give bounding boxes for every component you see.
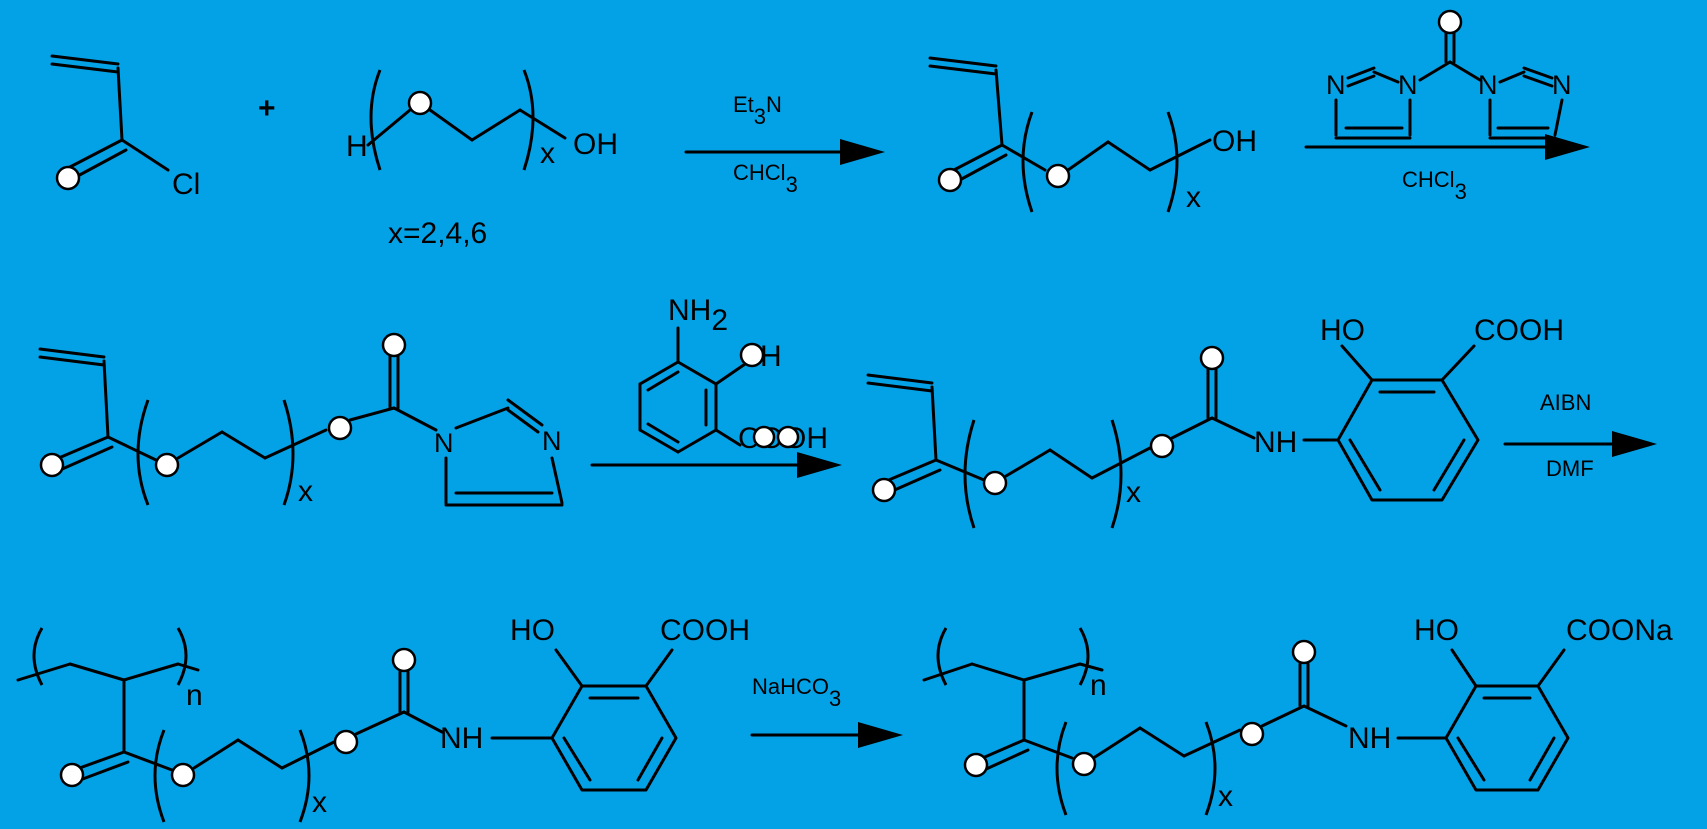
phenol-label: HO	[510, 614, 555, 647]
repeat-x-label: x	[540, 137, 555, 170]
salicylic-monomer: x NH HO COOH	[866, 314, 1564, 529]
arrow-step-2: CHCl3	[1304, 134, 1590, 204]
nitrogen-label: N	[1478, 70, 1498, 100]
carbonyl-diimidazole-reagent: N N N N	[1326, 9, 1572, 140]
acrylate-peg-imidazole-carbamate: x N N	[38, 332, 564, 508]
arrow-step-1: Et3N CHCl3	[684, 92, 885, 197]
phenol-label: HO	[1320, 314, 1365, 347]
repeat-x-label: x	[1186, 181, 1201, 214]
repeat-x-label: x	[1218, 780, 1233, 813]
chcl3-label-1: CHCl3	[733, 160, 798, 197]
repeat-x-label: x	[1126, 476, 1141, 509]
dmf-label: DMF	[1546, 456, 1594, 481]
chlorine-label: Cl	[172, 168, 200, 201]
nitrogen-label: N	[1552, 70, 1572, 100]
x-values-label: x=2,4,6	[388, 217, 487, 250]
arrow-step-4: AIBN DMF	[1503, 390, 1657, 481]
amide-nh-label: NH	[1348, 722, 1391, 755]
hydrogen-label: H	[346, 130, 368, 163]
nitrogen-label: N	[434, 428, 454, 458]
carboxylic-acid-label: COOH	[1474, 314, 1564, 347]
nitrogen-label: N	[1326, 70, 1346, 100]
nahco3-label: NaHCO3	[752, 674, 841, 711]
acrylate-peg-oh: x OH	[928, 56, 1257, 214]
hydroxyl-label: H	[760, 340, 782, 373]
repeat-n-label: n	[1090, 669, 1107, 702]
hydroxyl-label: OH	[1212, 125, 1257, 158]
acryloyl-chloride: Cl	[50, 54, 200, 201]
plus-sign: +	[258, 92, 276, 125]
chcl3-label-2: CHCl3	[1402, 167, 1467, 204]
amide-nh-label: NH	[1254, 426, 1297, 459]
oligo-ethylene-glycol: H x OH x=2,4,6	[346, 69, 618, 250]
polymer-acid: n x NH HO COOH	[16, 614, 750, 823]
repeat-x-label: x	[298, 475, 313, 508]
repeat-n-label: n	[186, 679, 203, 712]
arrow-step-3	[590, 452, 842, 478]
hydroxyl-label: OH	[573, 128, 618, 161]
et3n-label: Et3N	[733, 92, 782, 129]
nitrogen-label: N	[1398, 70, 1418, 100]
amide-nh-label: NH	[440, 722, 483, 755]
amine-label: NH2	[668, 294, 728, 337]
aibn-label: AIBN	[1540, 390, 1591, 415]
carboxylic-acid-label: COOH	[660, 614, 750, 647]
carboxylate-sodium-label: COONa	[1566, 614, 1673, 647]
polymer-sodium-salt: n x NH HO COONa	[922, 614, 1673, 816]
nitrogen-label: N	[542, 426, 562, 456]
aminosalicylic-acid-reagent: NH2 H COOH	[638, 294, 828, 455]
phenol-label: HO	[1414, 614, 1459, 647]
repeat-x-label: x	[312, 786, 327, 819]
arrow-step-5: NaHCO3	[750, 674, 903, 748]
